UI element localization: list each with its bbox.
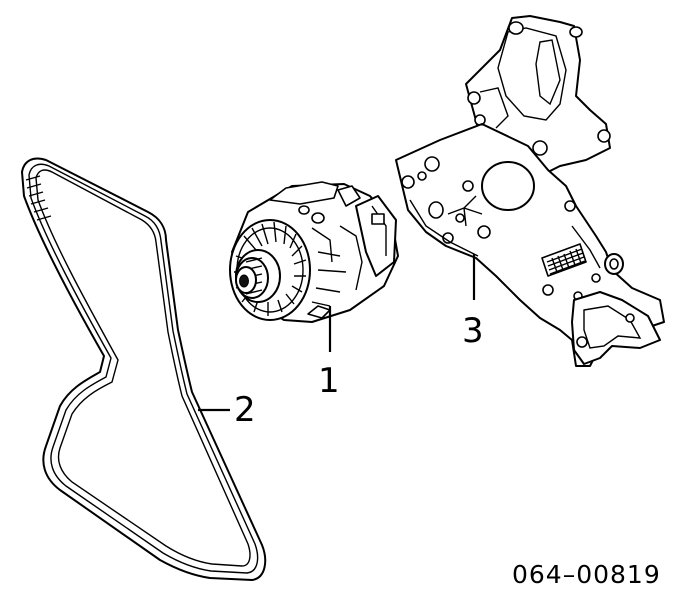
callout-1: 1	[318, 361, 340, 401]
reference-number: 064–00819	[512, 560, 661, 589]
callout-2: 2	[234, 390, 256, 430]
callout-3: 3	[462, 311, 484, 351]
mounting-bracket	[395, 15, 665, 367]
serpentine-belt	[21, 157, 267, 581]
leader-lines	[198, 254, 476, 412]
alternator	[229, 181, 399, 323]
